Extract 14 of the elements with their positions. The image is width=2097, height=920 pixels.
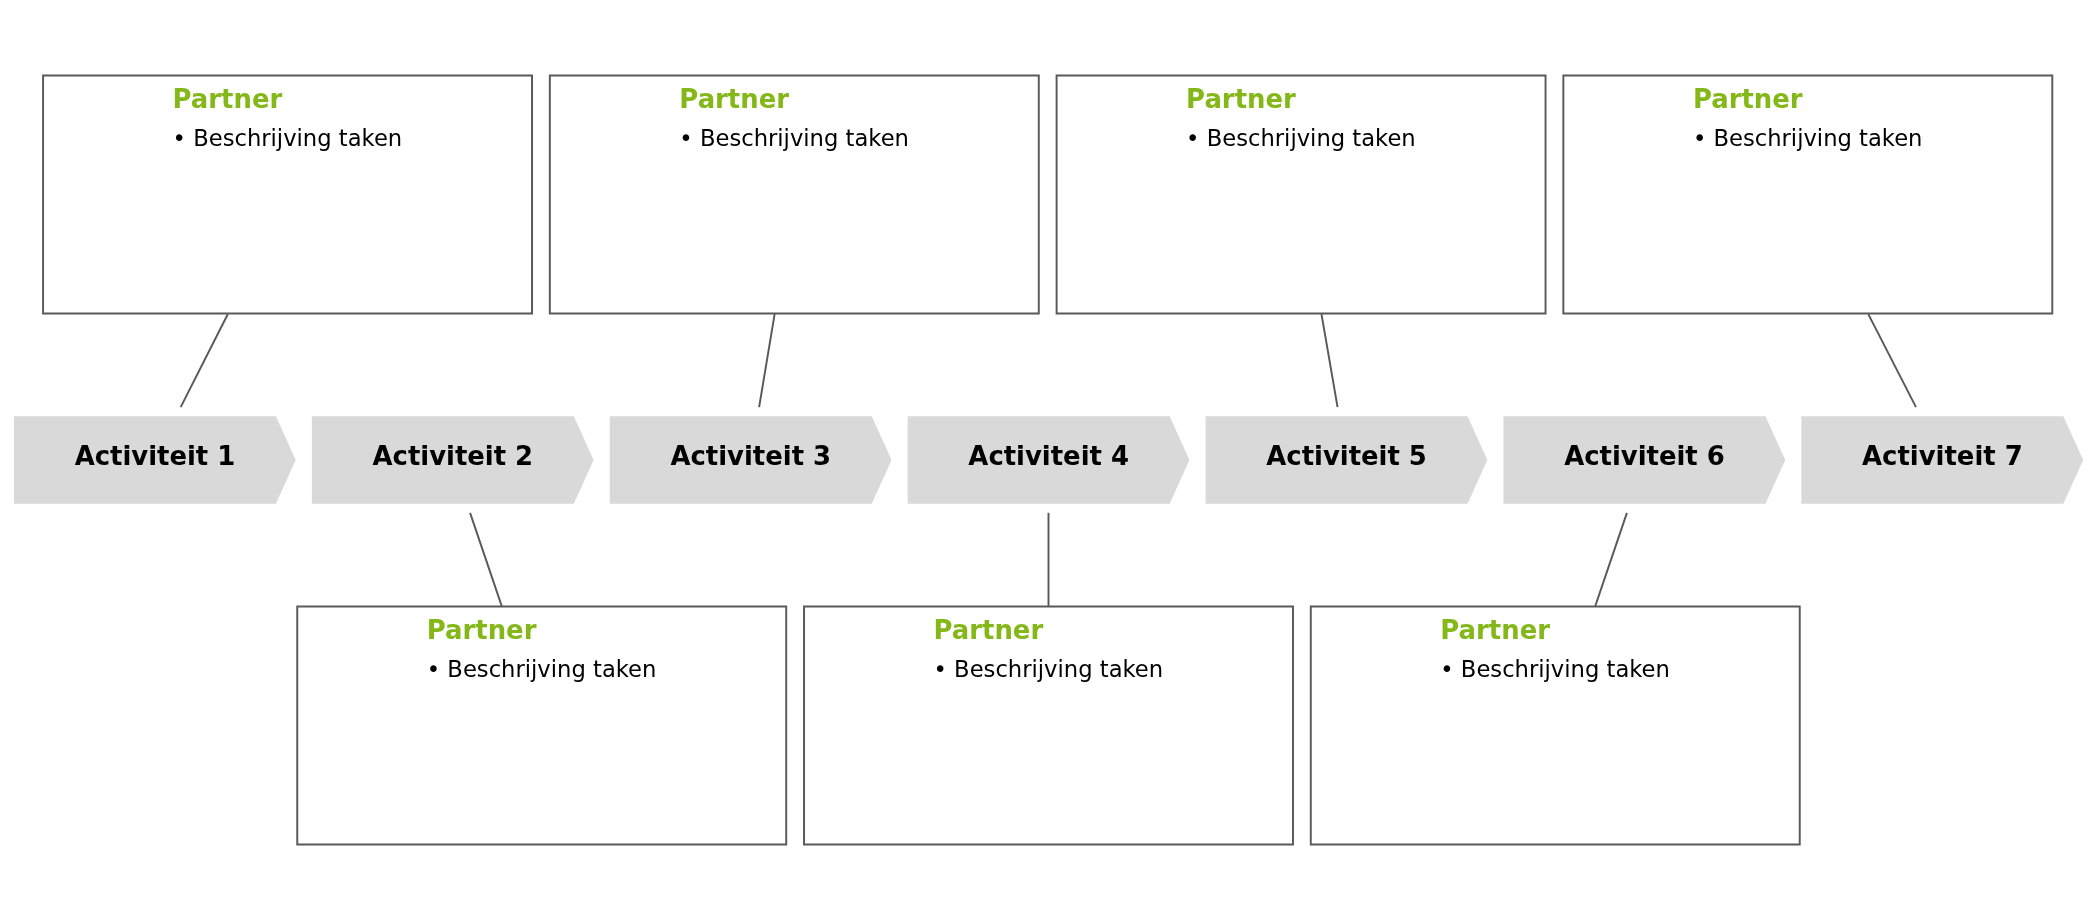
node-box: Partner • Beschrijving taken [1309,605,1801,846]
connector [469,511,503,607]
connector [1594,511,1628,607]
connector [179,313,229,409]
connector [1047,511,1050,607]
connector [1867,313,1917,409]
node-box: Partner • Beschrijving taken [296,605,788,846]
node-box: Partner • Beschrijving taken [548,74,1040,315]
connector [1320,313,1339,409]
node-box: Partner • Beschrijving taken [42,74,533,315]
node-box: Partner • Beschrijving taken [803,605,1294,846]
node-box: Partner • Beschrijving taken [1562,74,2054,315]
connector [758,313,776,409]
node-box: Partner • Beschrijving taken [1055,74,1547,315]
